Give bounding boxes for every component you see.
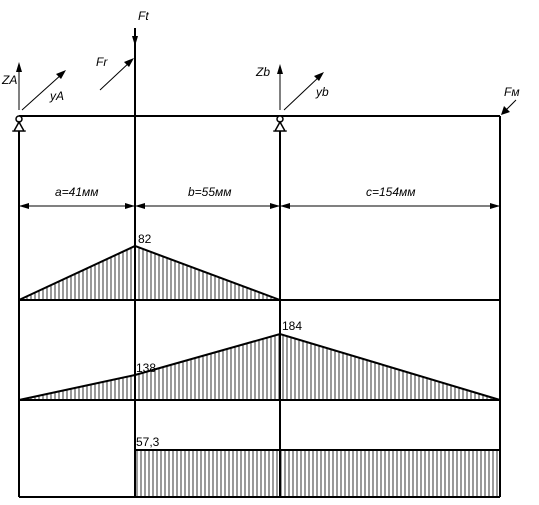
force-fr-arrow xyxy=(99,58,134,91)
dimension-c-label: c=154мм xyxy=(366,185,415,199)
force-fr-label: Fr xyxy=(96,55,108,69)
reaction-zb-label: Zb xyxy=(255,65,270,79)
moment-diagram-1 xyxy=(18,244,500,301)
reaction-ya-label: yA xyxy=(49,89,64,103)
reaction-yb-label: yb xyxy=(315,85,329,99)
diagram-3-value: 57,3 xyxy=(136,435,160,449)
force-fm-label: Fм xyxy=(504,85,520,99)
torque-diagram-3 xyxy=(19,449,500,498)
moment-diagram-2 xyxy=(18,332,501,401)
diagram-2-peak-value: 184 xyxy=(282,319,302,333)
dimension-line xyxy=(19,203,500,209)
reaction-yb-arrow xyxy=(283,72,324,111)
dimension-a-label: a=41мм xyxy=(55,185,98,199)
force-ft-arrow xyxy=(132,36,138,46)
reaction-zb-arrow xyxy=(277,64,283,110)
diagram-1-peak-value: 82 xyxy=(138,232,152,246)
reaction-za-label: ZA xyxy=(1,73,17,87)
support-b xyxy=(273,115,287,132)
force-fm-arrow xyxy=(501,99,517,115)
diagram-2-mid-value: 138 xyxy=(136,361,156,375)
dimension-b-label: b=55мм xyxy=(188,185,231,199)
reaction-za-arrow xyxy=(16,62,22,110)
support-a xyxy=(12,115,26,132)
force-ft-label: Ft xyxy=(138,9,149,23)
reaction-ya-arrow xyxy=(21,70,66,111)
